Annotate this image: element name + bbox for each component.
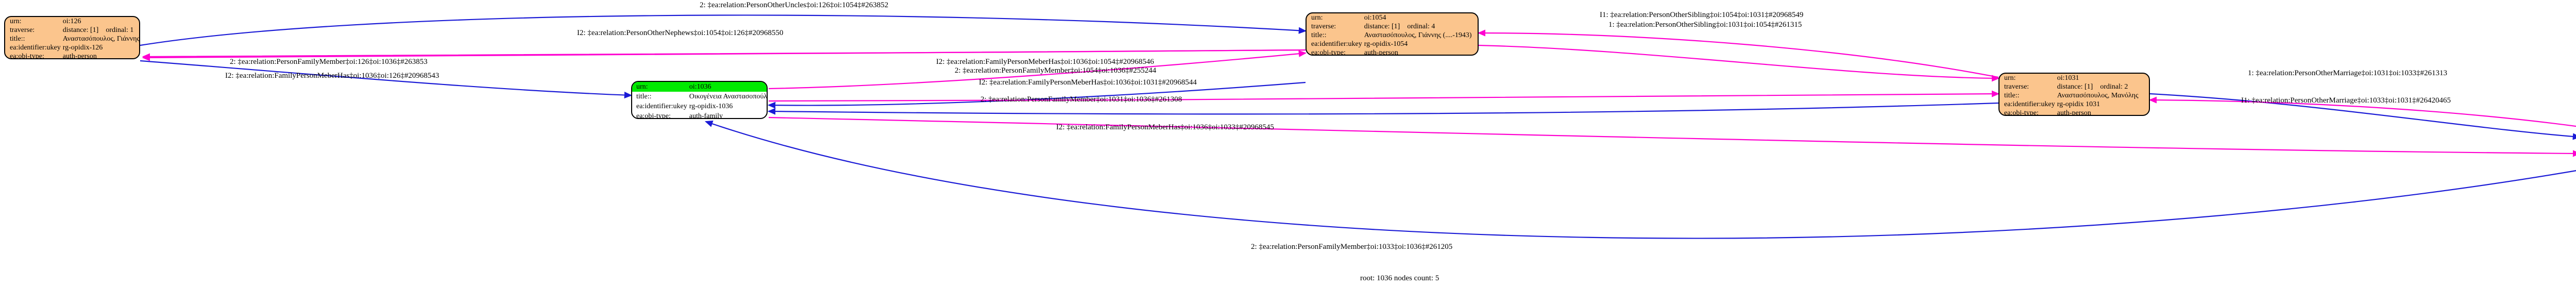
edge-label: 2: ‡ea:relation:PersonFamilyMember‡oi:10… — [980, 95, 1182, 104]
edge-label: I2: ‡ea:relation:FamilyPersonMeberHas‡oi… — [1056, 123, 1274, 131]
graph-edge — [2149, 93, 2576, 140]
graph-footer-caption: root: 1036 nodes count: 5 — [1360, 274, 1439, 282]
edge-label: 2: ‡ea:relation:PersonFamilyMember‡oi:10… — [955, 66, 1157, 75]
node-label-objtype: ea:obj-type: — [1311, 48, 1346, 56]
node-label-ukey: ea:identifier:ukey — [2004, 100, 2055, 108]
graph-edge — [768, 90, 2000, 102]
node-value-ordinal: ordinal: 1 — [106, 26, 134, 34]
node-field-row: ea:obj-type: auth-person — [1999, 109, 2149, 116]
graph-edge — [1477, 29, 1999, 78]
edge-label: I2: ‡ea:relation:PersonOtherNephews‡oi:1… — [577, 29, 784, 37]
node-field-row: ea:obj-type: auth-person — [5, 52, 139, 59]
node-field-row: traverse: distance: [1] ordinal: 2 — [1999, 82, 2149, 91]
node-field-row: title::Αναστασόπουλος, Γιάννης — [5, 35, 140, 43]
graph-edge — [2148, 96, 2576, 127]
edge-label: 2: ‡ea:relation:PersonFamilyMember‡oi:12… — [230, 58, 428, 66]
node-value-ordinal: ordinal: 2 — [2100, 82, 2128, 91]
node-label-title: title:: — [1311, 31, 1327, 39]
node-value-title: Αναστασόπουλος, Μανόλης — [2057, 91, 2139, 99]
edge-label: I2: ‡ea:relation:FamilyPersonMeberHas‡oi… — [979, 78, 1197, 87]
graph-node-oi-1054[interactable]: urn: oi:1054 traverse: distance: [1] ordinal… — [1306, 12, 1479, 56]
node-label-urn: urn: — [10, 17, 22, 25]
node-value-distance: distance: [1] — [1364, 22, 1400, 30]
node-value-objtype: auth-person — [2057, 109, 2091, 116]
edge-label: 1: ‡ea:relation:PersonOtherMarriage‡oi:1… — [2248, 69, 2448, 77]
node-field-row: urn: oi:1031 — [1999, 74, 2149, 82]
node-value-ukey: rg-opidix-126 — [62, 43, 103, 52]
node-value-urn: oi:126 — [62, 17, 81, 25]
node-value-objtype: auth-person — [1364, 48, 1398, 56]
graph-edge — [767, 102, 1999, 115]
node-label-traverse: traverse: — [2004, 82, 2029, 91]
node-value-ukey: rg-opidix-1036 — [689, 102, 733, 110]
node-field-row: traverse: distance: [1] ordinal: 4 — [1307, 22, 1478, 31]
node-field-row: ea:obj-type: auth-family — [632, 111, 767, 119]
node-value-urn: oi:1054 — [1364, 13, 1386, 22]
node-field-row: title::Οικογένεια Αναστασοπούλου — [632, 92, 768, 102]
node-value-urn: oi:1036 — [689, 82, 767, 92]
node-value-ukey: rg-opidix-1054 — [1364, 40, 1408, 48]
node-label-urn: urn: — [632, 82, 689, 92]
node-label-objtype: ea:obj-type: — [2004, 109, 2039, 116]
edge-label: 2: ‡ea:relation:PersonFamilyMember‡oi:10… — [1251, 243, 1453, 251]
node-value-ordinal: ordinal: 4 — [1407, 22, 1435, 30]
node-value-traverse: distance: [1] ordinal: 2 — [2057, 82, 2149, 91]
node-value-title: Αναστασόπουλος, Γιάννης — [62, 35, 140, 43]
node-field-row: ea:obj-type: auth-person — [1307, 48, 1478, 56]
node-field-row: title::Αναστασόπουλος, Γιάννης (....-194… — [1307, 31, 1478, 40]
node-label-urn: urn: — [2004, 74, 2016, 82]
graph-node-oi-126[interactable]: urn: oi:126 traverse: distance: [1] ordinal:… — [4, 16, 140, 59]
node-value-distance: distance: [1] — [62, 26, 99, 34]
graph-edge — [768, 116, 2576, 157]
node-label-ukey: ea:identifier:ukey — [636, 102, 687, 110]
node-label-ukey: ea:identifier:ukey — [1311, 40, 1362, 48]
graph-edge — [140, 14, 1307, 46]
node-value-objtype: auth-person — [62, 52, 97, 59]
node-value-traverse: distance: [1] ordinal: 1 — [62, 26, 139, 35]
edge-label: I1: ‡ea:relation:PersonOtherMarriage‡oi:… — [2241, 96, 2451, 105]
node-value-traverse: distance: [1] ordinal: 4 — [1364, 22, 1478, 31]
node-value-objtype: auth-family — [689, 112, 723, 119]
graph-node-oi-1031[interactable]: urn: oi:1031 traverse: distance: [1] ordinal… — [1998, 73, 2150, 116]
node-field-row: urn: oi:126 — [5, 17, 139, 26]
edge-label: 1: ‡ea:relation:PersonOtherSibling‡oi:10… — [1608, 21, 1802, 29]
node-label-objtype: ea:obj-type: — [636, 112, 671, 119]
graph-edge — [1478, 44, 2000, 82]
graph-edge — [768, 50, 1307, 90]
graph-edge — [704, 121, 2576, 239]
node-value-distance: distance: [1] — [2057, 82, 2093, 91]
node-label-title: title:: — [2004, 91, 2020, 99]
edge-label: I2: ‡ea:relation:FamilyPersonMeberHas‡oi… — [936, 58, 1154, 66]
node-label-traverse: traverse: — [10, 26, 35, 34]
edge-label: I1: ‡ea:relation:PersonOtherSibling‡oi:1… — [1600, 11, 1804, 19]
node-label-title: title:: — [10, 35, 25, 43]
node-value-urn: oi:1031 — [2057, 74, 2079, 82]
node-value-title: Αναστασόπουλος, Γιάννης (....-1943) — [1364, 31, 1472, 39]
node-label-title: title:: — [636, 92, 652, 100]
node-label-objtype: ea:obj-type: — [10, 52, 44, 59]
node-label-urn: urn: — [1311, 13, 1323, 22]
node-value-ukey: rg-opidix 1031 — [2057, 100, 2100, 108]
graph-edge — [140, 60, 633, 99]
node-field-row: urn: oi:1054 — [1307, 13, 1478, 22]
edge-label: 2: ‡ea:relation:PersonOtherUncles‡oi:126… — [700, 1, 889, 9]
node-field-row: urn:oi:1036 — [632, 82, 767, 92]
node-value-title: Οικογένεια Αναστασοπούλου — [689, 92, 768, 100]
node-field-row: traverse: distance: [1] ordinal: 1 — [5, 26, 139, 35]
edge-label: I2: ‡ea:relation:FamilyPersonMeberHas‡oi… — [225, 72, 439, 80]
node-label-ukey: ea:identifier:ukey — [10, 43, 61, 52]
node-label-traverse: traverse: — [1311, 22, 1336, 30]
node-field-row: title::Αναστασόπουλος, Μανόλης — [1999, 91, 2149, 100]
graph-edge — [142, 49, 1306, 61]
